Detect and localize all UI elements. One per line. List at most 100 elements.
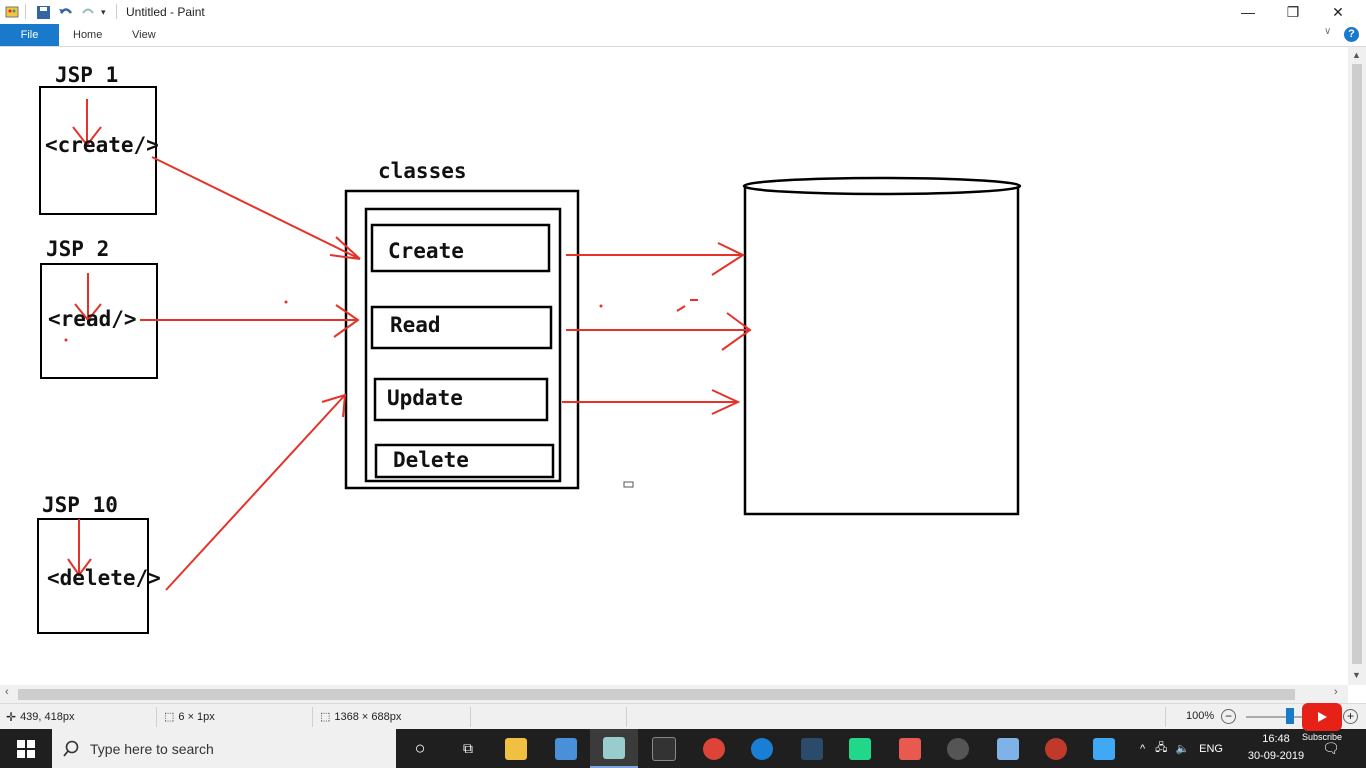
terminal-icon[interactable] [640,729,688,768]
search-placeholder: Type here to search [90,740,214,757]
horizontal-scroll-thumb[interactable] [18,689,1295,700]
obs-icon[interactable] [934,729,982,768]
windows-icon [17,739,35,758]
delete-box [374,443,555,479]
youtube-logo-icon[interactable] [1302,703,1342,731]
zoom-slider-thumb[interactable] [1286,708,1294,724]
system-tray: ^ 🖧 🔈 ENG [1134,729,1229,768]
tab-file[interactable]: File [0,24,59,46]
classes-inner-box [364,207,562,483]
minimize-icon: — [1241,4,1255,20]
zoom-out-icon[interactable]: − [1221,709,1236,724]
canvas-size: ⬚ 1368 × 688px [320,710,402,724]
classes-outer-box [344,189,580,490]
clock-time: 16:48 [1262,733,1290,745]
stray-dot [284,300,288,304]
read-to-db-arrow [566,312,752,351]
network-icon[interactable]: 🖧 [1155,742,1168,754]
notifications-icon[interactable]: 🗨 [1322,740,1340,756]
scroll-right-icon[interactable]: › [1334,686,1338,698]
jsp2-tag: <read/> [48,307,137,331]
canvas-size-icon: ⬚ [320,711,331,723]
update-to-db-arrow [562,389,741,415]
volume-icon[interactable]: 🔈 [1175,743,1190,755]
zoom-level: 100% [1186,710,1215,722]
app-icon[interactable] [984,729,1032,768]
cursor-move-icon: ✛ [6,710,17,724]
arrows [67,99,752,591]
task-view-button[interactable]: ○ [396,729,444,768]
cortana-icon: ○ [414,738,426,758]
paint-taskbar-icon[interactable] [590,729,638,768]
stray-mark [676,299,698,312]
cursor-position-value: 439, 418px [20,711,75,723]
close-icon: ✕ [1332,3,1344,20]
scroll-down-icon[interactable]: ▼ [1352,670,1361,680]
create-method-label: Create [388,239,464,263]
customize-quick-access-icon[interactable]: ▾ [101,6,106,17]
jsp1-tag: <create/> [45,133,159,157]
app-icon[interactable] [1080,729,1128,768]
tab-home[interactable]: Home [73,29,103,41]
selection-size: ⬚ 6 × 1px [164,710,215,724]
selection-icon: ⬚ [164,711,175,723]
redo-icon[interactable] [80,3,96,21]
restore-icon: ❐ [1286,3,1300,20]
canvas-size-value: 1368 × 688px [334,710,402,723]
save-icon[interactable] [36,3,51,21]
read-method-label: Read [390,313,441,337]
app-icon[interactable] [788,729,836,768]
scroll-left-icon[interactable]: ‹ [5,686,9,698]
close-button[interactable]: ✕ [1315,0,1361,24]
read-box [370,305,553,350]
help-icon[interactable]: ? [1344,27,1359,42]
separator [116,4,117,19]
drawing-canvas [37,86,1022,634]
language-indicator[interactable]: ENG [1199,742,1223,755]
pycharm-icon[interactable] [836,729,884,768]
cursor-marker [623,481,634,488]
maximize-button[interactable]: ❐ [1270,0,1316,24]
zoom-in-icon[interactable]: + [1343,709,1358,724]
task-view-icon[interactable]: ⧉ [463,740,473,756]
jsp10-down-arrow [67,519,92,577]
create-box [370,223,551,273]
subscribe-label[interactable]: Subscribe [1302,732,1343,742]
paint-app-icon[interactable] [4,3,20,21]
delete-method-label: Delete [393,448,469,472]
jsp2-label: JSP 2 [46,237,110,261]
file-explorer-icon[interactable] [492,729,540,768]
search-icon [63,740,79,757]
title-bar: ▾ Untitled - Paint — ❐ ✕ [0,0,1366,24]
vertical-scroll-thumb[interactable] [1352,64,1362,664]
chrome-icon[interactable] [690,729,738,768]
cursor-position: ✛ 439, 418px [6,710,75,724]
jsp10-tag: <delete/> [47,566,161,590]
window-title: Untitled - Paint [126,5,205,19]
start-button[interactable] [0,729,52,768]
read-to-classes-arrow [140,304,360,338]
ribbon-tabs: File Home View ∨ ? [0,24,1366,47]
app-icon[interactable] [1032,729,1080,768]
tab-view[interactable]: View [132,29,156,41]
collapse-ribbon-icon[interactable]: ∨ [1324,26,1332,37]
canvas[interactable]: JSP 1 <create/> JSP 2 <read/> JSP 10 <de… [0,47,1348,685]
undo-icon[interactable] [58,3,74,21]
jsp1-label: JSP 1 [55,63,119,87]
update-box [373,377,549,422]
app-icon[interactable] [886,729,934,768]
database-cylinder-body [743,187,1020,516]
selection-size-value: 6 × 1px [178,710,215,723]
edge-icon[interactable] [738,729,786,768]
scroll-up-icon[interactable]: ▲ [1352,50,1361,60]
status-bar: ✛ 439, 418px ⬚ 6 × 1px ⬚ 1368 × 688px 10… [0,703,1366,730]
stray-dot [599,304,603,308]
clock[interactable]: 16:48 30-09-2019 [1244,731,1308,765]
update-method-label: Update [387,386,463,410]
taskbar-search[interactable]: Type here to search [52,729,396,768]
jsp1-box [39,86,157,215]
jsp1-down-arrow [72,99,102,147]
chevron-up-icon[interactable]: ^ [1140,742,1146,755]
app-icon[interactable] [542,729,590,768]
minimize-button[interactable]: — [1225,0,1271,24]
